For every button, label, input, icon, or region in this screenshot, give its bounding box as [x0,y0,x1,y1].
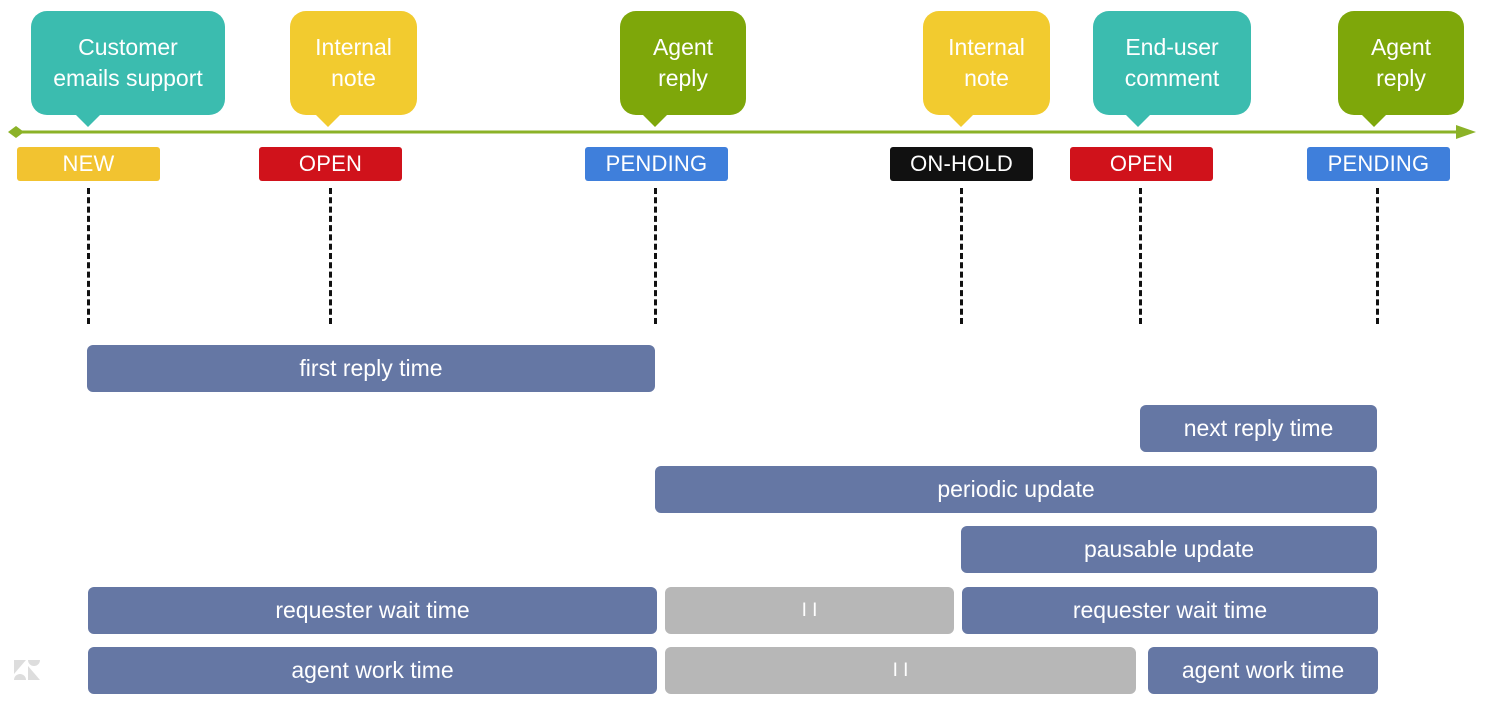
bar-requester-wait-paused: I I [665,587,954,634]
event-end-user-comment: End-user comment [1093,11,1251,127]
dashed-line-open-1 [329,188,332,324]
timeline-end-arrow [1456,125,1476,139]
event-label: Customer emails support [53,34,203,91]
bar-agent-work-time-2: agent work time [1148,647,1378,694]
event-pointer [315,114,341,127]
bar-agent-work-paused: I I [665,647,1136,694]
event-agent-reply-2: Agent reply [1338,11,1464,127]
event-pointer [1125,114,1151,127]
event-label: Agent reply [652,34,714,91]
event-label: Agent reply [1370,34,1432,91]
event-pointer [948,114,974,127]
timeline-axis [8,125,1476,139]
dashed-line-pending-1 [654,188,657,324]
status-badge-pending-1: PENDING [585,147,728,181]
dashed-line-new [87,188,90,324]
status-badge-pending-2: PENDING [1307,147,1450,181]
event-label: End-user comment [1124,34,1220,91]
event-agent-reply-1: Agent reply [620,11,746,127]
event-customer-emails-support: Customer emails support [31,11,225,127]
dashed-line-on-hold [960,188,963,324]
event-internal-note-2: Internal note [923,11,1050,127]
event-pointer [1361,114,1387,127]
bar-next-reply-time: next reply time [1140,405,1377,452]
bar-requester-wait-time-1: requester wait time [88,587,657,634]
status-badge-open-1: OPEN [259,147,402,181]
event-internal-note-1: Internal note [290,11,417,127]
bar-agent-work-time-1: agent work time [88,647,657,694]
dashed-line-open-2 [1139,188,1142,324]
bar-pausable-update: pausable update [961,526,1377,573]
bar-requester-wait-time-2: requester wait time [962,587,1378,634]
zendesk-logo-icon [14,660,40,680]
bar-first-reply-time: first reply time [87,345,655,392]
bar-periodic-update: periodic update [655,466,1377,513]
status-badge-open-2: OPEN [1070,147,1213,181]
status-badge-new: NEW [17,147,160,181]
status-badge-on-hold: ON-HOLD [890,147,1033,181]
event-pointer [75,114,101,127]
event-pointer [642,114,668,127]
dashed-line-pending-2 [1376,188,1379,324]
event-label: Internal note [315,34,392,91]
timeline-start-diamond [8,126,24,138]
event-label: Internal note [948,34,1025,91]
